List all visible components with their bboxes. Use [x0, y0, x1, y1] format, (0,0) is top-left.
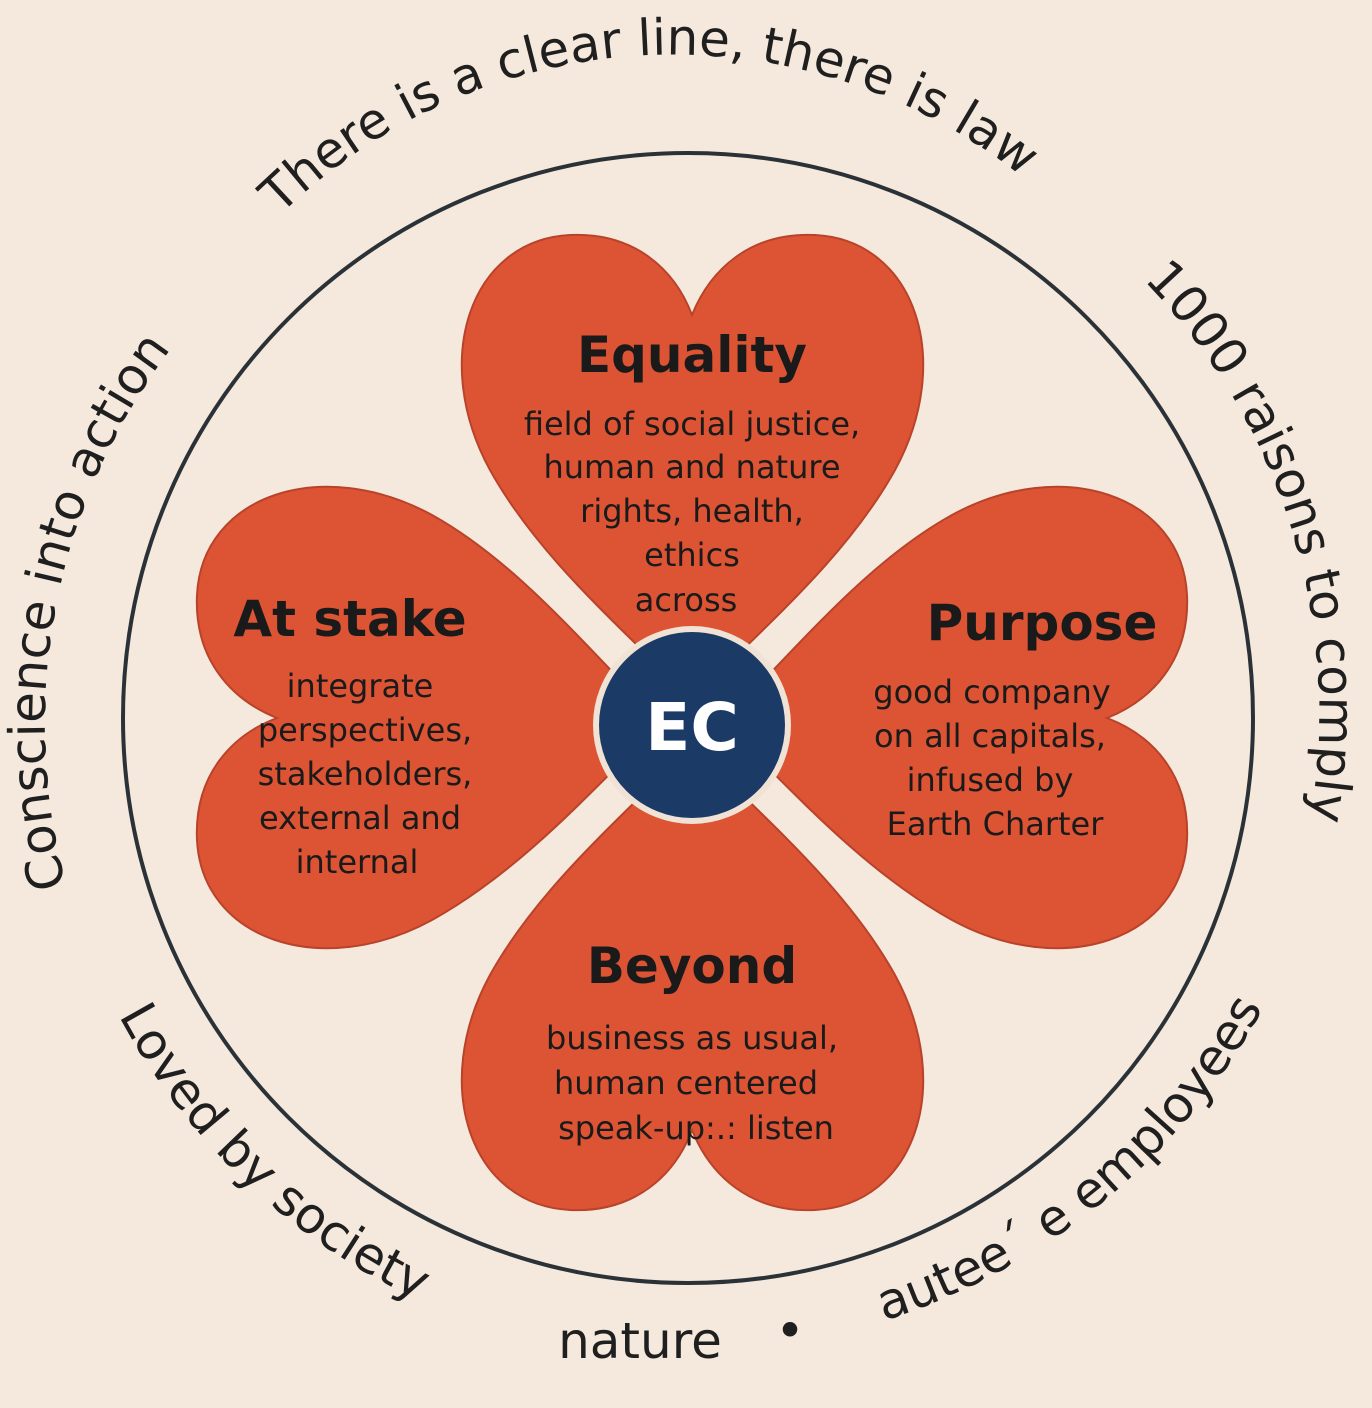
petal-left-line-4: external and	[259, 799, 461, 837]
petal-left: At stake integrate perspectives, stakeho…	[233, 590, 472, 881]
petal-left-line-3: stakeholders,	[258, 755, 473, 793]
petal-left-line-2: perspectives,	[258, 711, 472, 749]
petal-right-line-2: on all capitals,	[874, 717, 1106, 755]
center-circle	[593, 626, 791, 824]
outer-ring	[121, 151, 1255, 1285]
petal-top-line-4: ethics	[644, 536, 740, 574]
petals	[195, 233, 1189, 1212]
petal-top-line-3: rights, health,	[580, 492, 804, 530]
petal-top-line-5: across	[635, 581, 738, 619]
petal-left-line-1: integrate	[287, 667, 434, 705]
petal-top-title: Equality	[577, 326, 807, 384]
petal-right-line-3: infused by	[907, 761, 1074, 799]
petal-left-line-5: internal	[296, 843, 419, 881]
petal-bottom-title: Beyond	[587, 937, 797, 995]
petal-right-line-4: Earth Charter	[887, 805, 1105, 843]
center-badge: EC	[593, 626, 791, 824]
petal-top-line-2: human and nature	[543, 448, 840, 486]
ring-text-bullet: •	[775, 1302, 805, 1360]
center-label: EC	[645, 689, 739, 766]
petal-top: Equality field of social justice, human …	[524, 326, 860, 619]
petal-bottom: Beyond business as usual, human centered…	[546, 937, 838, 1147]
petal-bottom-line-2: human centered	[554, 1064, 818, 1102]
ring-text-nature: nature	[558, 1312, 722, 1370]
petal-left-shape	[195, 485, 664, 950]
petal-top-shape	[460, 233, 925, 702]
petal-right-line-1: good company	[873, 673, 1110, 711]
petal-right-title: Purpose	[927, 594, 1158, 652]
petal-top-line-1: field of social justice,	[524, 405, 860, 443]
petal-bottom-line-1: business as usual,	[546, 1019, 838, 1057]
petal-left-title: At stake	[233, 590, 466, 648]
petal-right-shape	[720, 485, 1189, 950]
petal-bottom-shape	[460, 743, 925, 1212]
petal-bottom-line-3: speak-up:.: listen	[558, 1109, 834, 1147]
petal-right: Purpose good company on all capitals, in…	[873, 594, 1157, 843]
